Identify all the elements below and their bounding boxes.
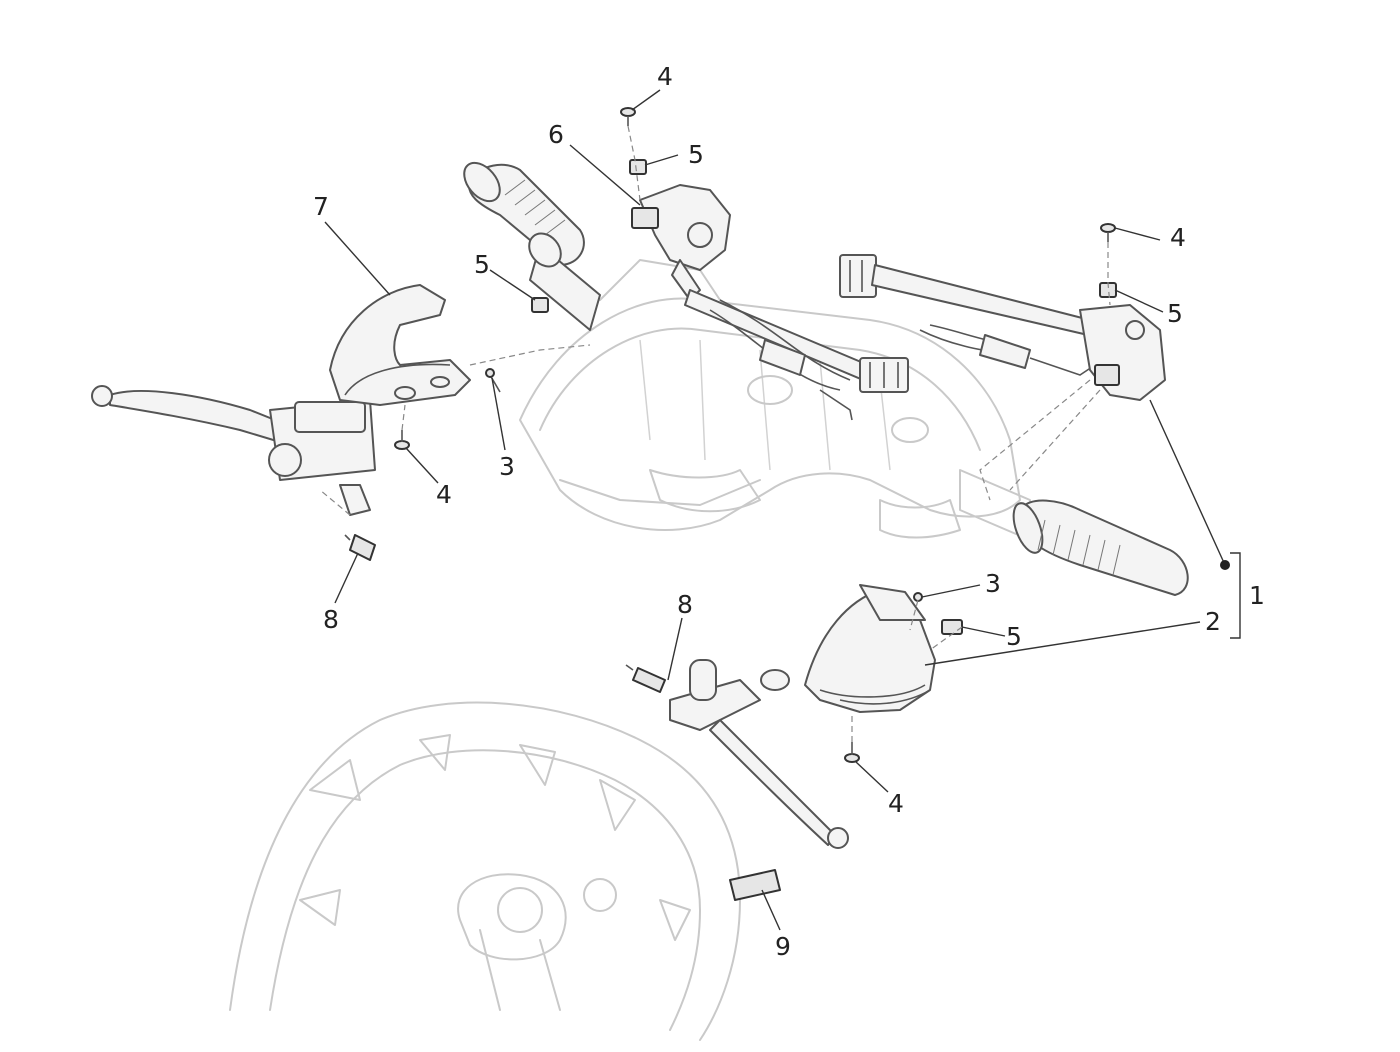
callout-labels: 4 6 5 7 5 4 5 3 4 8 1 3 2 5 8 4 9 <box>313 62 1265 961</box>
callout-4-bottom: 4 <box>888 789 904 818</box>
callout-4-top: 4 <box>657 62 673 91</box>
callout-4-left: 4 <box>436 480 452 509</box>
right-grip <box>1012 499 1189 596</box>
left-screw <box>485 368 501 393</box>
assembly-bracket-1 <box>1220 552 1241 639</box>
connector-9 <box>729 869 781 901</box>
callout-7: 7 <box>313 192 329 221</box>
callout-8-right: 8 <box>677 590 693 619</box>
callout-6: 6 <box>548 120 564 149</box>
left-switch-assembly <box>631 184 909 421</box>
callout-5-top: 5 <box>688 140 704 169</box>
clip-left-mid <box>531 297 549 313</box>
brake-switch-left <box>344 534 376 561</box>
right-switch-cover <box>804 584 936 713</box>
right-switch-assembly <box>839 254 1166 401</box>
callout-4-right: 4 <box>1170 223 1186 252</box>
screw-top <box>620 107 636 126</box>
callout-5-right: 5 <box>1167 299 1183 328</box>
screw-bottom <box>844 742 860 763</box>
callout-8-left: 8 <box>323 605 339 634</box>
left-brake-lever <box>91 385 376 516</box>
right-brake-lever <box>669 659 849 849</box>
callout-5-left: 5 <box>474 250 490 279</box>
callout-2: 2 <box>1205 607 1221 636</box>
left-switch-cover <box>329 284 471 406</box>
handlebar-frame-ghost <box>519 259 1031 541</box>
callout-5-low: 5 <box>1006 622 1022 651</box>
clip-right-low <box>941 619 963 635</box>
leader-lines <box>324 89 1226 931</box>
assembly-dash-lines <box>319 125 1111 742</box>
brake-switch-right <box>625 664 666 693</box>
callout-1: 1 <box>1249 581 1265 610</box>
left-grip <box>463 161 601 331</box>
screw-right <box>1100 223 1116 242</box>
right-screw <box>913 592 923 602</box>
headlight-housing-ghost <box>229 701 741 1041</box>
callout-3-right: 3 <box>985 569 1001 598</box>
screw-left <box>394 430 410 450</box>
clip-top <box>629 159 647 175</box>
callout-3-left: 3 <box>499 452 515 481</box>
callout-9: 9 <box>775 932 791 961</box>
